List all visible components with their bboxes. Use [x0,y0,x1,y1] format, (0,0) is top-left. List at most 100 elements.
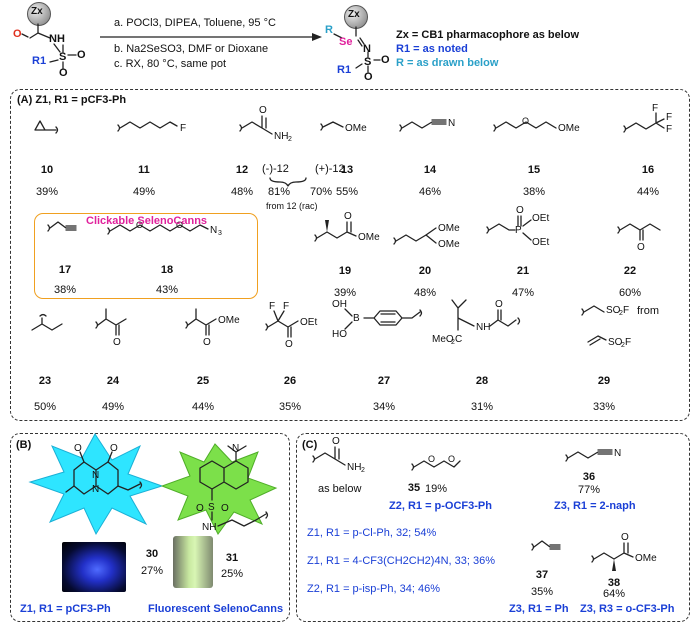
svg-text:N: N [92,470,99,481]
panel-c-as-below: as below [318,483,362,495]
product-core-label: Zx [348,9,360,20]
svg-text:N: N [448,118,455,129]
compound-25-number: 25 [196,375,210,387]
svg-text:OEt: OEt [532,213,549,224]
svg-text:O: O [522,116,529,126]
svg-text:O: O [428,454,435,464]
svg-text:F: F [623,305,629,316]
svg-text:NH: NH [347,462,361,473]
svg-text:SO: SO [606,305,621,316]
svg-text:OH: OH [332,299,347,310]
panel-a-header: (A) Z1, R1 = pCF3-Ph [17,94,127,106]
reactant-r1: R1 [32,55,47,67]
compound-24-number: 24 [106,375,120,387]
panel-b-z-label: Z1, R1 = pCF3-Ph [20,603,111,615]
compound-23-number: 23 [38,375,52,387]
compound-14-number: 14 [423,164,437,176]
svg-text:NH: NH [202,522,216,533]
svg-text:F: F [283,301,289,312]
product-r1: R1 [337,64,352,76]
svg-text:O: O [285,339,293,350]
compound-21-yield: 47% [511,287,535,299]
svg-text:OMe: OMe [358,232,380,243]
svg-text:N: N [232,443,239,454]
svg-text:O: O [110,443,118,454]
svg-text:O: O [221,503,229,514]
compound-32-line: Z1, R1 = p-Cl-Ph, 32; 54% [307,527,437,539]
product-core-sphere [344,5,368,29]
compound-36-yield: 77% [577,484,601,496]
svg-text:OMe: OMe [438,239,460,250]
compound-30-number: 30 [145,548,159,560]
compound-26-yield: 35% [278,401,302,413]
enantiomer-plus-yield: 70% [310,186,333,198]
compound-29-yield: 33% [592,401,616,413]
compound-20-yield: 48% [413,287,437,299]
panel-a [10,89,690,421]
svg-text:OMe: OMe [218,315,240,326]
product-s: S [364,56,372,68]
svg-text:OMe: OMe [558,123,580,134]
compound-34-line: Z2, R1 = p-isp-Ph, 34; 46% [307,583,440,595]
svg-text:O: O [113,337,121,348]
svg-text:MeO: MeO [432,334,454,345]
from-label: from [637,305,659,317]
svg-text:2: 2 [621,342,625,349]
svg-text:O: O [621,532,629,543]
svg-text:O: O [637,242,645,253]
svg-text:O: O [516,205,524,216]
compound-37-yield: 35% [530,586,554,598]
compound-38-number: 38 [607,577,621,589]
panel-c [296,433,690,622]
compound-17-number: 17 [58,264,72,276]
svg-text:HO: HO [332,329,347,340]
svg-text:NH: NH [274,131,288,142]
compound-20-number: 20 [418,265,432,277]
svg-text:F: F [625,337,631,348]
reactant-so-2: O [59,67,68,79]
compound-11-number: 11 [138,164,150,176]
compound-24-yield: 49% [101,401,125,413]
svg-text:3: 3 [218,230,222,237]
compound-22-yield: 60% [618,287,642,299]
compound-26-number: 26 [283,375,297,387]
product-r: R [325,24,333,36]
svg-text:F: F [180,123,186,134]
product-so-1: O [381,54,390,66]
step-c: c. RX, 80 °C, same pot [114,58,226,70]
compound-27-number: 27 [377,375,391,387]
svg-text:B: B [353,313,360,324]
compound-18-number: 18 [160,264,174,276]
compound-10-number: 10 [40,164,54,176]
compound-38-label: Z3, R3 = o-CF3-Ph [580,603,675,615]
compound-13-yield: 55% [335,186,359,198]
svg-text:F: F [652,103,658,114]
compound-35-number: 35 [407,482,421,494]
compound-31-yield: 25% [220,568,244,580]
compound-16-number: 16 [641,164,655,176]
svg-text:OEt: OEt [532,237,549,248]
green-starburst [160,443,278,535]
svg-text:SO: SO [608,337,623,348]
svg-text:OMe: OMe [438,223,460,234]
compound-12-number: 12 [235,164,249,176]
green-fluorescent-vial-photo [173,536,213,588]
product-so-2: O [364,71,373,83]
compound-29-number: 29 [597,375,611,387]
svg-text:C: C [455,334,462,345]
reactant-core-label: Zx [31,6,43,17]
svg-text:2: 2 [361,467,365,474]
compound-33-line: Z1, R1 = 4-CF3(CH2CH2)4N, 33; 36% [307,555,495,567]
compound-35-yield: 19% [424,483,448,495]
compound-12-yield: 48% [230,186,254,198]
svg-text:O: O [448,454,455,464]
legend-r1: R1 = as noted [396,43,468,55]
svg-text:S: S [208,502,215,513]
reactant-s: S [59,51,67,63]
compound-15-yield: 38% [522,186,546,198]
product-n: N [363,43,371,55]
panel-b [10,433,290,622]
clickable-selenocanns-title: Clickable SelenoCanns [86,215,208,227]
